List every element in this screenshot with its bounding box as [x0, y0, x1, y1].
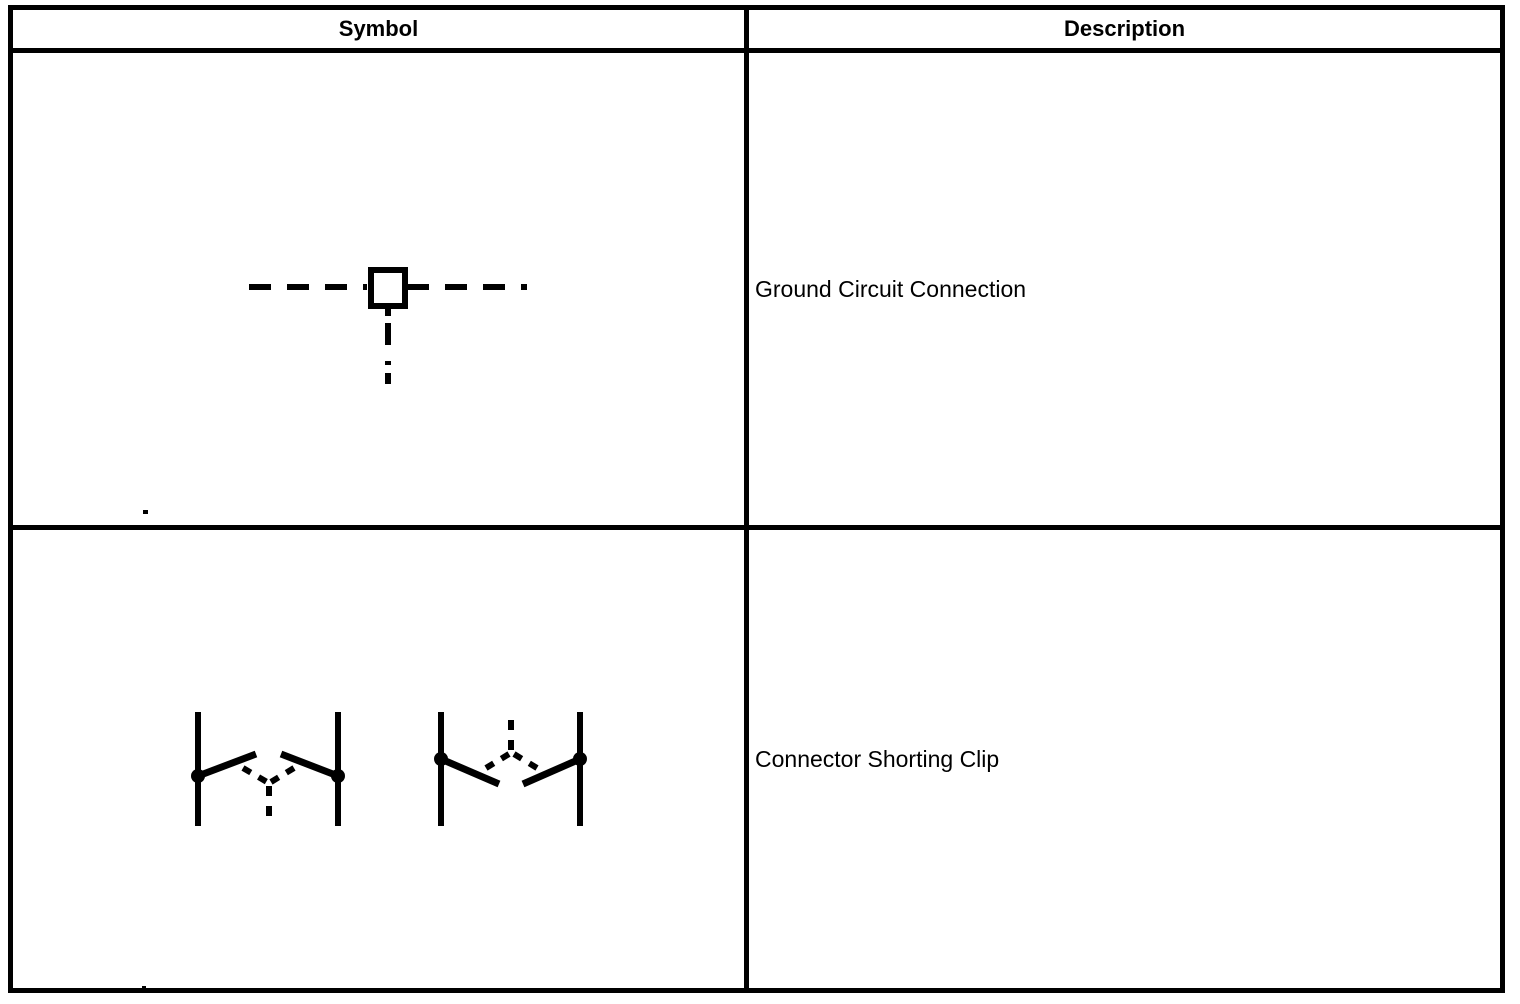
column-header-symbol: Symbol	[338, 16, 419, 41]
description-cell-ground: Ground Circuit Connection	[749, 53, 1500, 525]
left-clip-contact-dot-right	[331, 769, 345, 783]
column-header-description: Description	[1063, 16, 1186, 41]
ground-circuit-connection-diagram	[249, 267, 527, 384]
right-clip-dashed-diagonal-left	[484, 751, 511, 771]
right-clip-dashed-diagonal-right	[512, 751, 539, 771]
table-row: Ground Circuit Connection	[13, 53, 1500, 530]
connector-shorting-clip-diagram	[191, 712, 587, 826]
table-row: Connector Shorting Clip	[13, 530, 1500, 988]
scan-speck	[142, 986, 146, 990]
left-clip-arm-left	[196, 750, 258, 780]
left-clip-dashed-diagonal-right	[269, 765, 296, 785]
symbol-cell-ground	[13, 53, 744, 525]
right-clip-arm-right	[521, 755, 582, 788]
scan-speck	[604, 527, 608, 530]
symbol-cell-shorting-clip	[13, 530, 744, 988]
left-clip-arm-right	[279, 750, 340, 780]
shorting-clip-left	[191, 712, 345, 826]
left-clip-contact-dot-left	[191, 769, 205, 783]
connector-shorting-clip-symbol	[181, 706, 601, 841]
scan-speck	[143, 510, 148, 514]
ground-circuit-connection-symbol	[241, 219, 531, 419]
description-text: Ground Circuit Connection	[755, 275, 1027, 302]
description-text: Connector Shorting Clip	[755, 745, 1000, 772]
ground-square-terminal	[368, 267, 408, 309]
right-clip-contact-dot-right	[573, 752, 587, 766]
shorting-clip-right	[434, 712, 587, 826]
column-divider	[744, 10, 749, 988]
symbol-legend-table: Symbol Description	[8, 5, 1505, 993]
right-clip-arm-left	[439, 755, 501, 788]
table-header-row: Symbol Description	[13, 10, 1500, 53]
left-clip-dashed-diagonal-left	[241, 765, 269, 785]
description-cell-shorting-clip: Connector Shorting Clip	[749, 530, 1500, 988]
right-clip-contact-dot-left	[434, 752, 448, 766]
